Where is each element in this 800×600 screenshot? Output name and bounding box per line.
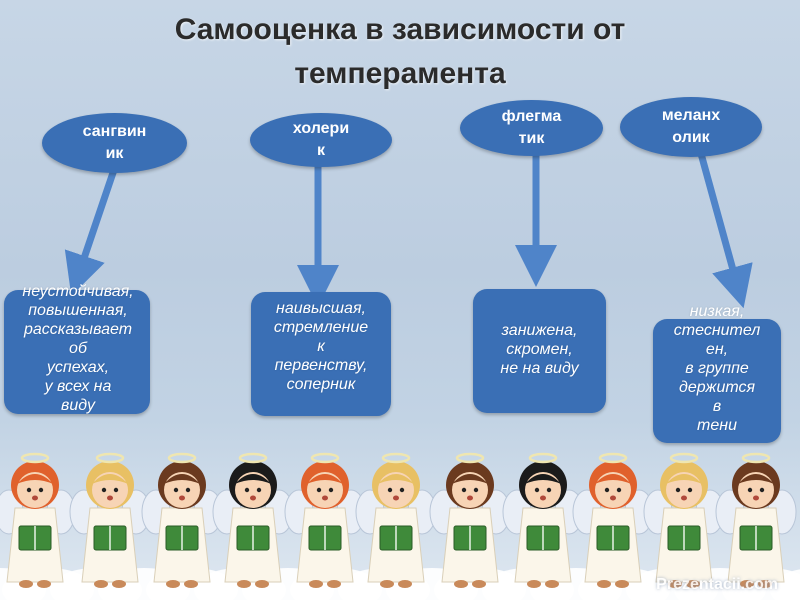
description-melancholic: низкая, стеснител ен, в группе держится … [673,303,761,434]
description-box-choleric [251,292,391,416]
angel-figure [141,452,223,588]
arrow-melancholic [696,149,753,309]
description-box-melancholic [653,319,781,443]
type-node-melancholic: меланх олик [620,97,762,157]
page-title: Самооценка в зависимости от темперамента [174,13,626,90]
description-box-phlegmatic [473,289,606,413]
arrow-sanguine [64,156,122,296]
watermark: Prezentacii.com [656,576,778,593]
angel-figure [69,452,151,588]
angel-figure [715,452,797,588]
choir-angels-icon [0,452,800,600]
description-box-sanguine [4,290,150,414]
description-sanguine: неустойчивая, повышенная, рассказывает о… [22,283,134,414]
description-phlegmatic: занижена, скромен, не на виду [500,322,579,377]
type-node-phlegmatic: флегма тик [460,100,603,156]
angel-figure [643,452,725,588]
angel-figure [429,452,511,588]
angel-figure [212,452,294,588]
type-node-sanguine: сангвин ик [42,113,187,173]
angel-figure [0,452,76,588]
angel-figure [284,452,366,588]
description-choleric: наивысшая, стремление к первенству, сопе… [273,300,369,393]
angel-figure [502,452,584,588]
angel-figure [355,452,437,588]
angel-figure [572,452,654,588]
type-node-choleric: холери к [250,113,392,167]
